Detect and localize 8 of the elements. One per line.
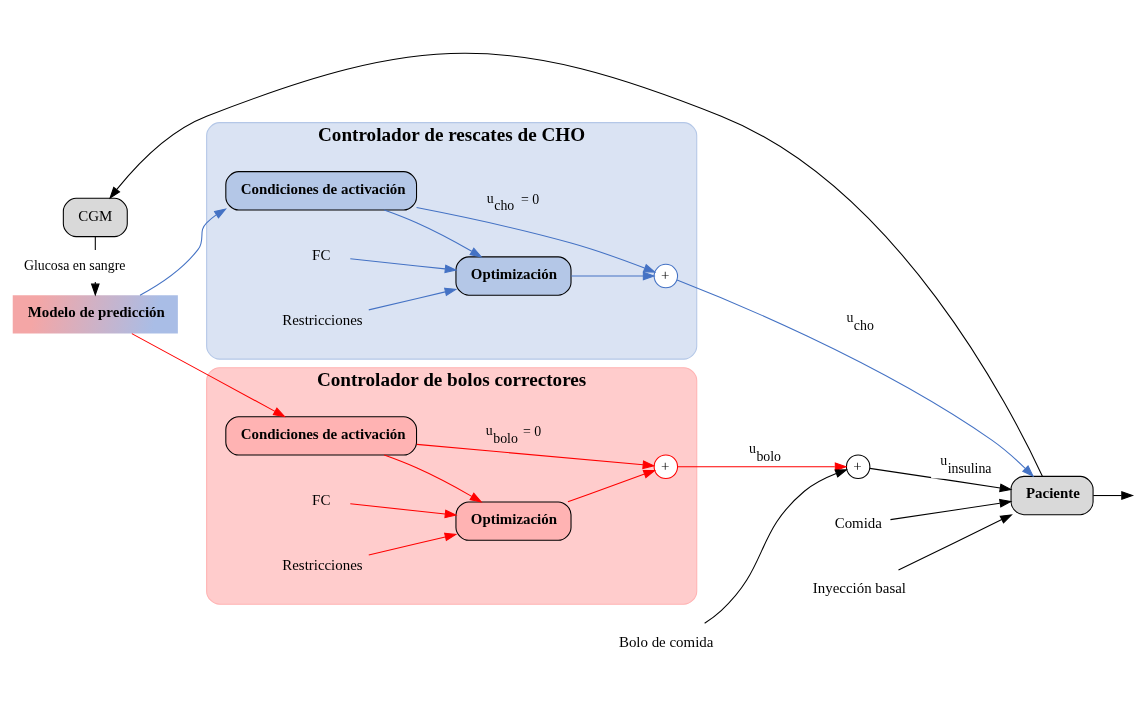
edge-label: Glucosa en sangre bbox=[23, 257, 126, 273]
node-text: FC bbox=[312, 246, 331, 263]
node-text: Restricciones bbox=[282, 311, 363, 328]
node-text: Comida bbox=[834, 515, 882, 532]
node-text: Bolo de comida bbox=[618, 633, 714, 650]
node-text: Inyección basal bbox=[812, 580, 906, 597]
node-text: Restricciones bbox=[282, 556, 363, 573]
node-text: FC bbox=[312, 491, 331, 508]
